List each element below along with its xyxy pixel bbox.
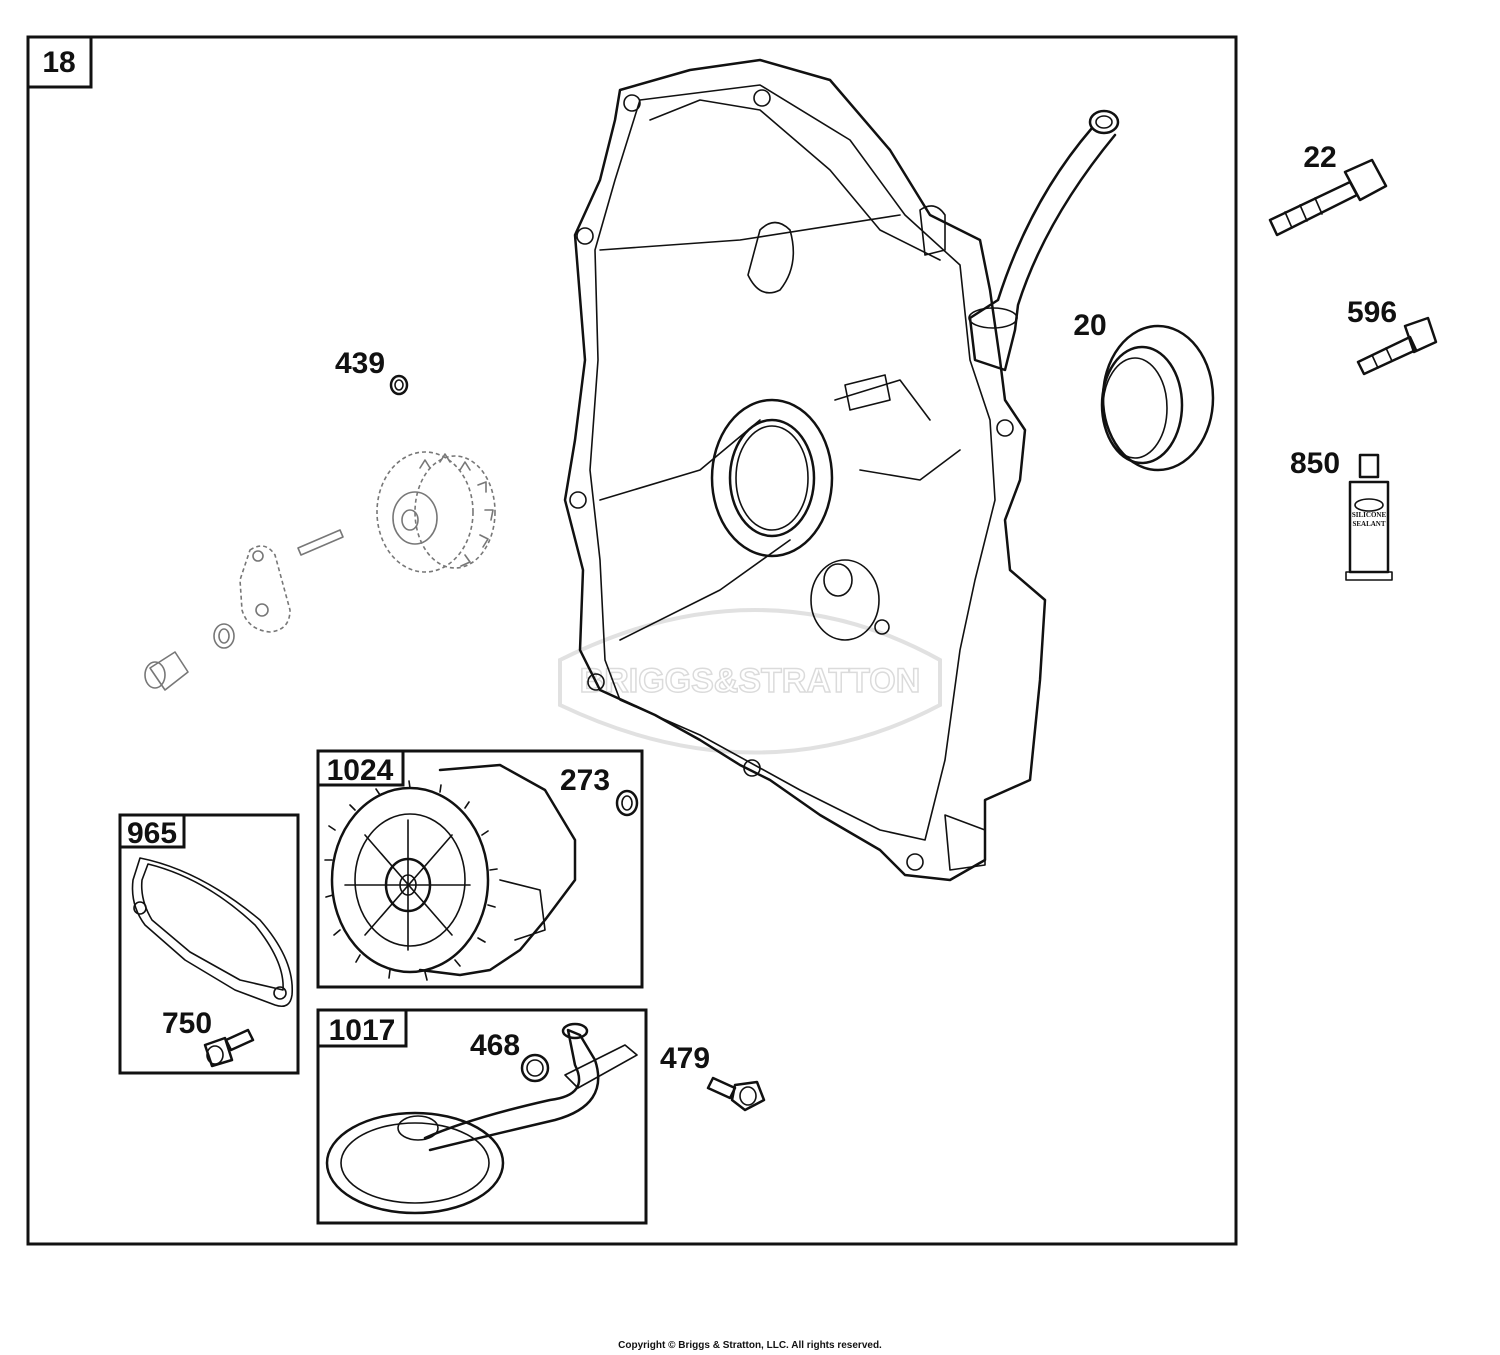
oil-seal: 20 (1073, 309, 1215, 472)
callout-850: 850 (1290, 447, 1340, 480)
callout-596: 596 (1347, 296, 1397, 329)
bolt-22: 22 (1268, 141, 1388, 237)
subassembly-1017-label: 1017 (329, 1014, 396, 1047)
governor-group-ghost (144, 451, 496, 691)
subassembly-box-1017: 1017 468 (316, 1008, 648, 1225)
subassembly-1024-label: 1024 (327, 754, 394, 787)
callout-479: 479 (660, 1042, 710, 1075)
bolt-479: 479 (660, 1042, 766, 1112)
callout-439: 439 (335, 347, 385, 380)
figure-number-box: 18 (26, 35, 93, 89)
sealant-label-line1: SILICONE (1352, 511, 1387, 519)
diagram-frame (26, 35, 1238, 1246)
sealant-tube: SILICONE SEALANT 850 (1290, 447, 1393, 581)
watermark-text: BRIGGS&STRATTON (580, 662, 921, 700)
callout-20: 20 (1073, 309, 1106, 342)
figure-number: 18 (42, 46, 75, 79)
subassembly-965-label: 965 (127, 817, 177, 850)
crankcase-cover (563, 58, 1047, 882)
dipstick-tube (968, 109, 1120, 372)
sealant-label-line2: SEALANT (1352, 520, 1385, 528)
subassembly-box-1024: 1024 273 (316, 749, 644, 989)
washer-439: 439 (335, 347, 409, 396)
bolt-596: 596 (1347, 296, 1438, 376)
copyright-notice: Copyright © Briggs & Stratton, LLC. All … (618, 1340, 882, 1351)
callout-468: 468 (470, 1029, 520, 1062)
brand-watermark: BRIGGS&STRATTON (558, 608, 942, 755)
subassembly-box-965: 965 750 (118, 813, 300, 1075)
callout-273: 273 (560, 764, 610, 797)
callout-22: 22 (1303, 141, 1336, 174)
callout-750: 750 (162, 1007, 212, 1040)
